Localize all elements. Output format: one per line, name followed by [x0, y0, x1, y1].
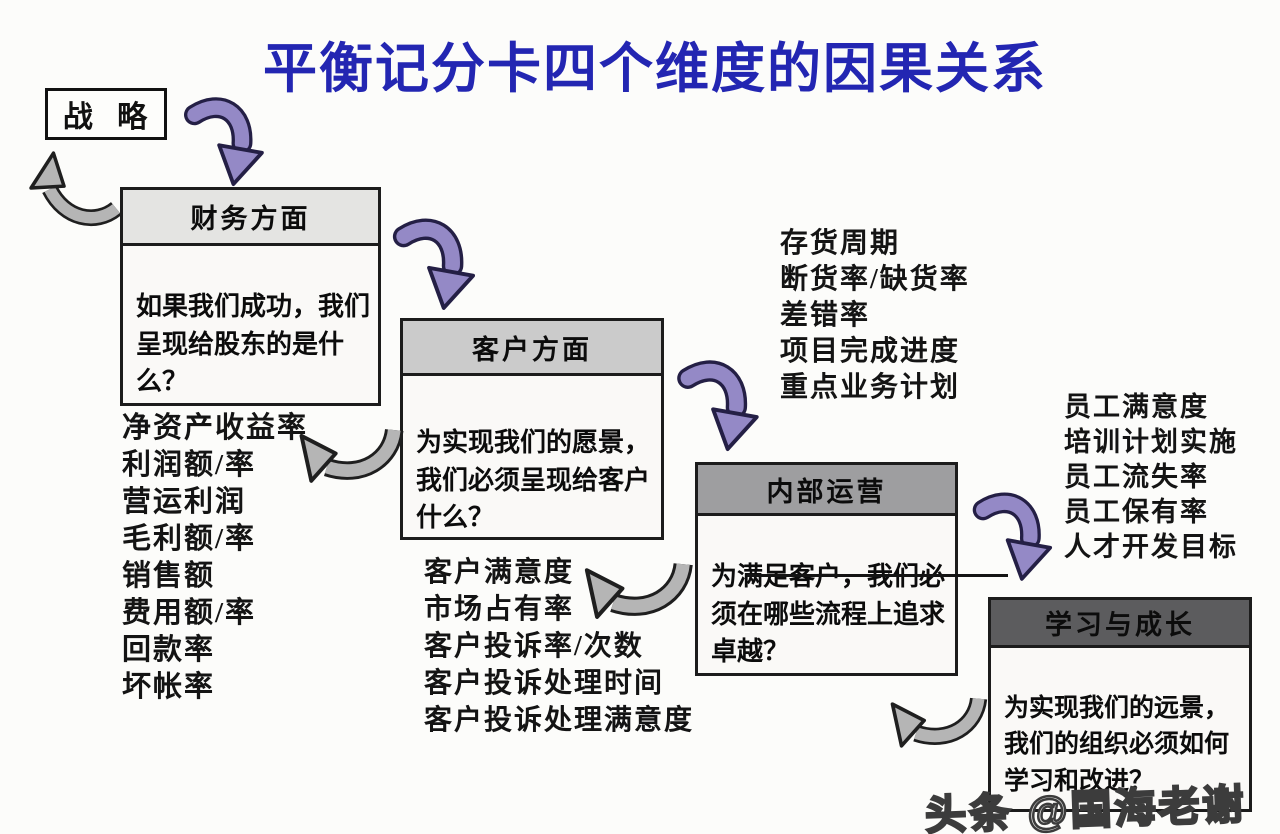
- internal-box-header: 内部运营: [698, 465, 955, 516]
- metric-item: 重点业务计划: [780, 372, 961, 403]
- strategy-box: 战 略: [45, 88, 167, 140]
- metric-item: 客户满意度: [424, 557, 575, 588]
- diagram-title: 平衡记分卡四个维度的因果关系: [263, 39, 1047, 99]
- stray-horizontal-line: [747, 574, 1008, 577]
- internal-operations-box: 内部运营 为满足客户，我们必须在哪些流程上追求卓越？: [695, 462, 958, 676]
- metric-item: 回款率: [122, 634, 216, 666]
- customer-box-question: 为实现我们的愿景，我们必须呈现给客户什么？: [416, 427, 651, 533]
- metric-item: 利润额/率: [122, 449, 257, 481]
- financial-box-header: 财务方面: [123, 190, 378, 246]
- metric-item: 培训计划实施: [1064, 427, 1238, 457]
- curved-arrow-financial-to-customer-icon: [392, 218, 476, 310]
- metric-item: 员工保有率: [1064, 497, 1209, 527]
- metric-item: 断货率/缺货率: [780, 264, 970, 295]
- metric-item: 销售额: [122, 560, 216, 592]
- metric-item: 营运利润: [122, 486, 247, 518]
- metric-item: 存货周期: [780, 228, 901, 259]
- metric-item: 客户投诉率/次数: [424, 631, 644, 662]
- metric-item: 员工满意度: [1064, 392, 1209, 422]
- gray-swoosh-arrow-learning-icon: [890, 697, 988, 748]
- learning-growth-box: 学习与成长 为实现我们的远景，我们的组织必须如何学习和改进？: [988, 597, 1252, 812]
- curved-arrow-strategy-to-financial-icon: [184, 97, 264, 187]
- financial-perspective-box: 财务方面 如果我们成功，我们呈现给股东的是什么？: [120, 187, 381, 406]
- metric-item: 净资产收益率: [122, 412, 309, 444]
- financial-box-question: 如果我们成功，我们呈现给股东的是什么？: [136, 291, 371, 397]
- metric-item: 市场占有率: [424, 594, 575, 625]
- metric-item: 项目完成进度: [780, 336, 961, 367]
- metric-item: 客户投诉处理满意度: [424, 705, 695, 736]
- gray-swoosh-arrow-top-left-icon: [29, 151, 122, 226]
- customer-box-header: 客户方面: [403, 321, 661, 376]
- metric-item: 客户投诉处理时间: [424, 668, 665, 699]
- internal-metrics-list: 存货周期 断货率/缺货率 差错率 项目完成进度 重点业务计划: [780, 226, 970, 406]
- gray-swoosh-arrow-financial-metrics-icon: [299, 428, 404, 483]
- metric-item: 坏帐率: [122, 671, 216, 703]
- metric-item: 员工流失率: [1064, 462, 1209, 492]
- curved-arrow-customer-to-internal-icon: [677, 360, 759, 452]
- metric-item: 差错率: [780, 300, 871, 331]
- learning-box-question: 为实现我们的远景，我们的组织必须如何学习和改进？: [1004, 694, 1230, 795]
- learning-box-header: 学习与成长: [991, 600, 1249, 648]
- internal-box-question: 为满足客户，我们必须在哪些流程上追求卓越？: [711, 561, 946, 667]
- learning-metrics-list: 员工满意度 培训计划实施 员工流失率 员工保有率 人才开发目标: [1064, 390, 1238, 565]
- metric-item: 费用额/率: [122, 597, 257, 629]
- watermark: 头条 @国海老谢: [923, 780, 1248, 834]
- customer-metrics-list: 客户满意度 市场占有率 客户投诉率/次数 客户投诉处理时间 客户投诉处理满意度: [424, 554, 694, 739]
- customer-perspective-box: 客户方面 为实现我们的愿景，我们必须呈现给客户什么？: [400, 318, 664, 540]
- metric-item: 毛利额/率: [122, 523, 257, 555]
- metric-item: 人才开发目标: [1064, 532, 1238, 562]
- curved-arrow-internal-to-learning-icon: [972, 492, 1053, 581]
- financial-metrics-list: 净资产收益率 利润额/率 营运利润 毛利额/率 销售额 费用额/率 回款率 坏帐…: [122, 410, 308, 706]
- gray-swoosh-arrow-customer-metrics-icon: [584, 562, 693, 619]
